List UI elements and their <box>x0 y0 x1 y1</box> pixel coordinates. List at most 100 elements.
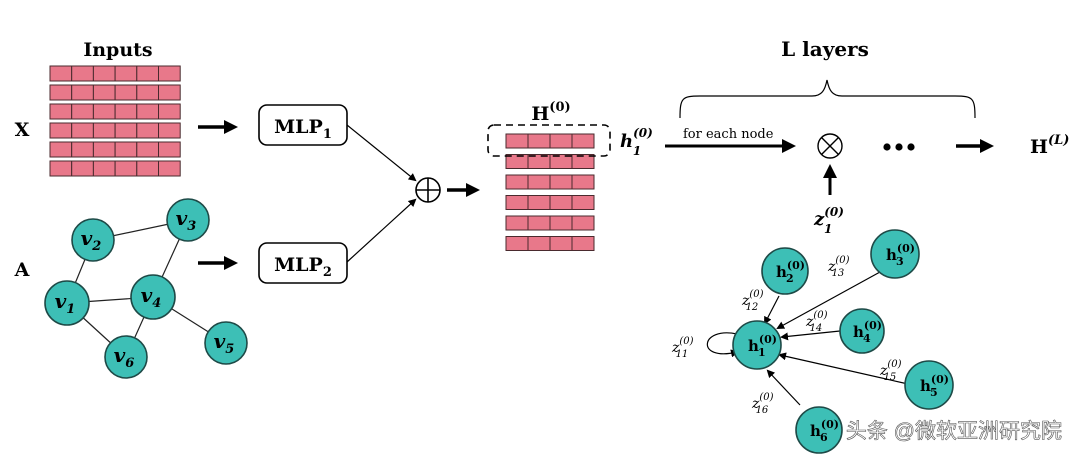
matrix-x-cell <box>92 103 116 120</box>
matrix-x-cell <box>49 160 73 177</box>
attention-node-h1 <box>732 320 782 370</box>
matrix-x-cell <box>49 141 73 158</box>
matrix-h0-cell <box>505 133 529 149</box>
attention-edges <box>706 271 909 406</box>
matrix-h0-cell <box>571 236 595 251</box>
graph-node-v1 <box>44 280 90 326</box>
matrix-x-cell <box>158 103 181 120</box>
matrix-h0-cell <box>505 215 529 231</box>
matrix-x-cell <box>158 65 181 82</box>
mlp2-box <box>258 242 348 284</box>
attention-node-h6 <box>795 406 843 454</box>
matrix-x-cell <box>136 141 160 158</box>
for-each-node-label: for each node <box>683 127 774 142</box>
matrix-x-cell <box>71 141 94 158</box>
attention-node-label-h1: h(0)1 <box>748 333 777 359</box>
attention-weight-z14: z(0)14 <box>805 310 828 334</box>
matrix-x-cell <box>92 84 116 101</box>
matrix-x-cell <box>158 122 181 139</box>
matrix-x-cell <box>49 65 73 82</box>
matrix-x-cell <box>158 84 181 101</box>
matrix-h0-cell <box>527 195 551 210</box>
matrix-x-cell <box>49 103 73 120</box>
attention-weights: z(0)11 z(0)12 z(0)13 z(0)14 z(0)15 z(0)16 <box>671 255 902 416</box>
h1-row-label: h(0)1 <box>620 126 653 158</box>
graph-node-label-v2: v2 <box>81 226 102 254</box>
mlp2-label: MLP2 <box>274 254 332 280</box>
hidden-matrix-h0 <box>505 133 595 251</box>
attention-nodes: h(0)1h(0)2h(0)3h(0)4h(0)5h(0)6 <box>732 229 954 454</box>
z1-label: z(0)1 <box>813 205 844 236</box>
matrix-x-cell <box>114 84 138 101</box>
attention-node-label-h3: h(0)3 <box>886 242 915 268</box>
matrix-h0-cell <box>505 174 529 190</box>
mlp1-label: MLP1 <box>274 116 332 142</box>
matrix-x-cell <box>92 141 116 158</box>
matrix-x-cell <box>49 84 73 101</box>
otimes-icon <box>817 133 843 159</box>
attention-node-label-h4: h(0)4 <box>853 319 882 345</box>
matrix-x-cell <box>136 160 160 177</box>
matrix-h0-cell <box>549 215 573 231</box>
matrix-h0-cell <box>549 174 573 190</box>
graph-node-v2 <box>71 218 115 262</box>
matrix-h0-cell <box>571 174 595 190</box>
matrix-x-cell <box>114 103 138 120</box>
matrix-x-cell <box>114 65 138 82</box>
matrix-x-cell <box>92 160 116 177</box>
matrix-h0-cell <box>527 133 551 149</box>
matrix-x-cell <box>71 160 94 177</box>
attention-node-h4 <box>839 308 885 354</box>
graph-node-v5 <box>204 321 248 365</box>
matrix-h0-cell <box>571 215 595 231</box>
matrix-x-cell <box>71 122 94 139</box>
oplus-icon <box>415 177 441 203</box>
graph-node-label-v1: v1 <box>55 289 76 317</box>
label-a: A <box>14 259 30 281</box>
attention-weight-z12: z(0)12 <box>741 289 764 313</box>
matrix-h0-cell <box>549 133 573 149</box>
attention-weight-z15: z(0)15 <box>879 359 902 383</box>
attention-node-h2 <box>761 247 809 295</box>
matrix-x-cell <box>114 122 138 139</box>
matrix-x-cell <box>136 84 160 101</box>
hl-label: H(L) <box>1030 133 1069 158</box>
matrix-h0-cell <box>527 215 551 231</box>
graph-node-label-v6: v6 <box>114 343 135 371</box>
matrix-x-cell <box>49 122 73 139</box>
attention-weight-z13: z(0)13 <box>827 255 850 279</box>
graph-node-label-v3: v3 <box>176 206 197 234</box>
matrix-x-cell <box>158 160 181 177</box>
matrix-h0-cell <box>505 236 529 251</box>
layers-brace <box>679 79 976 119</box>
matrix-h0-cell <box>527 174 551 190</box>
h0-label: H(0) <box>531 100 570 125</box>
matrix-x-cell <box>136 103 160 120</box>
matrix-h0-cell <box>527 236 551 251</box>
matrix-x-cell <box>71 103 94 120</box>
attention-node-h5 <box>904 360 954 410</box>
feature-matrix-x <box>49 65 181 177</box>
ellipsis-dots <box>883 143 915 151</box>
graph-node-v6 <box>104 335 148 379</box>
attention-node-h3 <box>870 229 920 279</box>
matrix-h0-cell <box>505 195 529 210</box>
matrix-h0-cell <box>571 154 595 169</box>
graph-node-v3 <box>166 198 210 242</box>
matrix-x-cell <box>92 122 116 139</box>
row-highlight-box <box>487 124 611 157</box>
attention-weight-z11: z(0)11 <box>671 336 694 360</box>
matrix-x-cell <box>136 65 160 82</box>
inputs-title-text: Inputs <box>83 39 152 61</box>
matrix-x-cell <box>71 65 94 82</box>
matrix-x-cell <box>158 141 181 158</box>
matrix-x-cell <box>114 141 138 158</box>
attention-weight-z16: z(0)16 <box>751 392 774 416</box>
label-x: X <box>15 119 30 141</box>
line-mlp1-to-oplus <box>346 124 417 182</box>
inputs-title: Inputs <box>83 39 152 61</box>
layers-title: L layers <box>781 37 869 61</box>
matrix-x-cell <box>114 160 138 177</box>
attention-node-label-h2: h(0)2 <box>776 259 805 285</box>
